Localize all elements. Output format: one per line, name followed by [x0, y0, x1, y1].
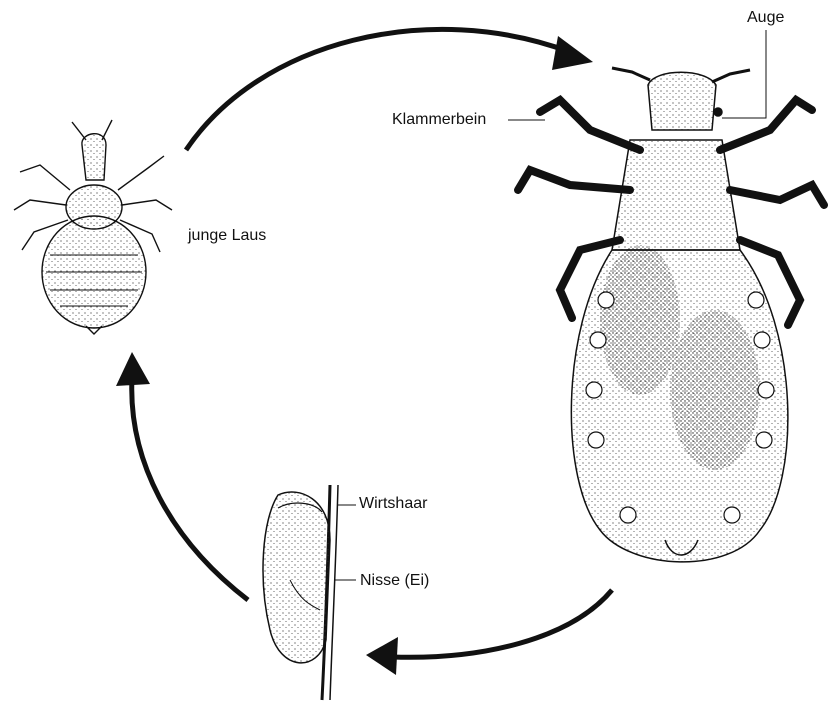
young-louse-illustration — [14, 120, 172, 334]
label-klammerbein: Klammerbein — [392, 112, 486, 128]
cycle-arrow-young-to-adult — [186, 29, 593, 150]
label-auge: Auge — [747, 10, 784, 26]
label-wirtshaar: Wirtshaar — [359, 496, 427, 512]
cycle-arrow-adult-to-nit — [366, 590, 612, 675]
label-nisse: Nisse (Ei) — [360, 573, 429, 589]
cycle-arrow-nit-to-young — [116, 352, 248, 600]
label-junge-laus: junge Laus — [188, 228, 266, 244]
nit-on-hair-illustration — [263, 485, 338, 700]
adult-louse-illustration — [518, 68, 824, 562]
